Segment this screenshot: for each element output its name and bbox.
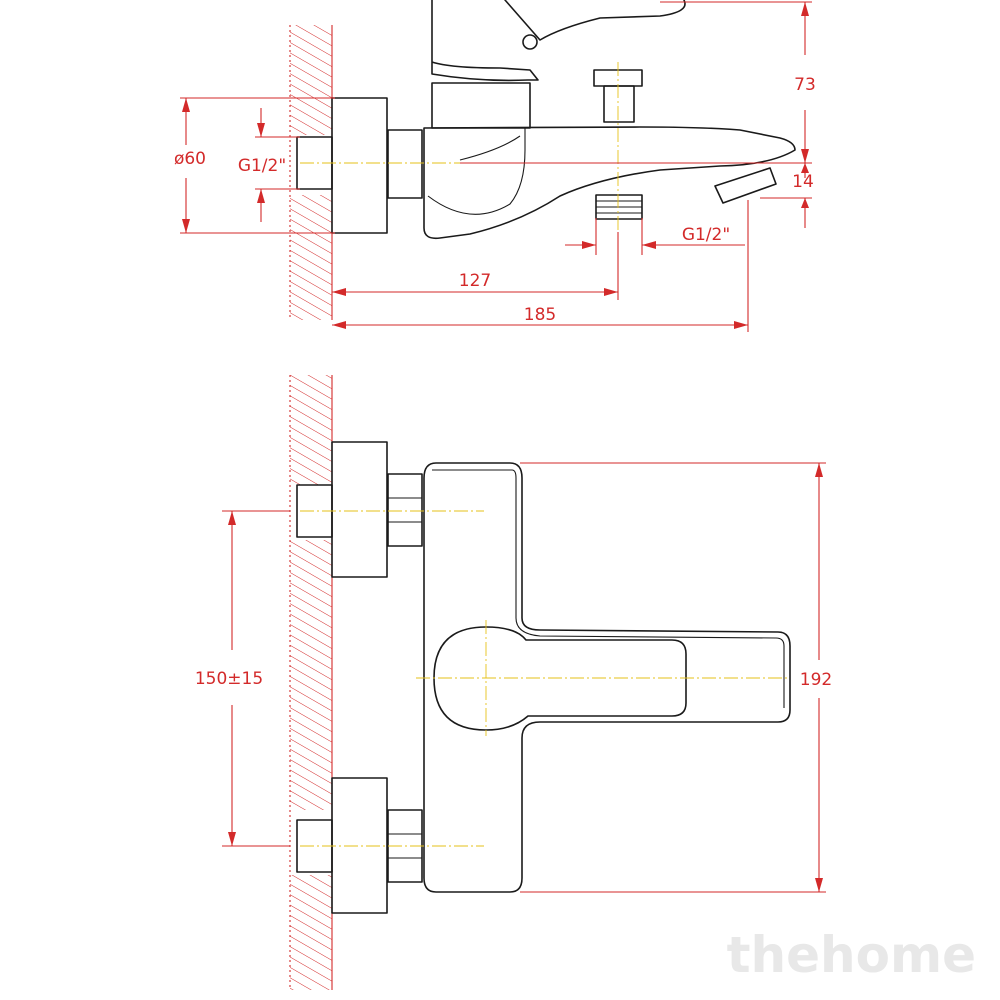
dim-centers: 150±15 xyxy=(195,510,290,847)
dim-127: 127 xyxy=(332,232,619,300)
dim-73: 73 xyxy=(460,1,816,164)
dim-192-label: 192 xyxy=(800,670,832,690)
spout-tip xyxy=(714,167,777,204)
dim-inlet-thread-label: G1/2" xyxy=(238,156,286,176)
mixer-body-front xyxy=(423,462,791,893)
wall-hatching-top xyxy=(289,25,333,320)
watermark: thehome xyxy=(727,926,976,984)
upper-inlet xyxy=(296,441,423,578)
mixer-body-top xyxy=(423,126,796,240)
lever-pivot xyxy=(522,34,538,50)
dim-outlet-thread: G1/2" xyxy=(565,218,745,255)
nut-top xyxy=(387,129,423,199)
dim-diameter-label: ø60 xyxy=(174,149,206,169)
lever-handle-top xyxy=(431,0,686,82)
dim-14: 14 xyxy=(760,163,814,228)
outlet-thread xyxy=(595,194,643,220)
escutcheon-top xyxy=(331,97,388,234)
dim-185-label: 185 xyxy=(524,305,556,325)
front-view: 150±15 192 xyxy=(195,375,832,990)
dim-diameter: ø60 xyxy=(174,97,335,234)
dim-outlet-thread-label: G1/2" xyxy=(682,225,730,245)
cartridge-base xyxy=(431,82,531,129)
dim-centers-label: 150±15 xyxy=(195,669,263,689)
dim-14-label: 14 xyxy=(792,172,814,192)
wall-hatching-front xyxy=(289,375,333,990)
lever-front xyxy=(433,626,687,731)
dim-inlet-thread: G1/2" xyxy=(238,108,300,222)
dim-192: 192 xyxy=(520,462,832,893)
dim-73-label: 73 xyxy=(794,75,816,95)
dim-127-label: 127 xyxy=(459,271,491,291)
dim-185: 185 xyxy=(332,200,749,332)
side-view: 73 14 ø60 G1/2" xyxy=(174,0,816,332)
